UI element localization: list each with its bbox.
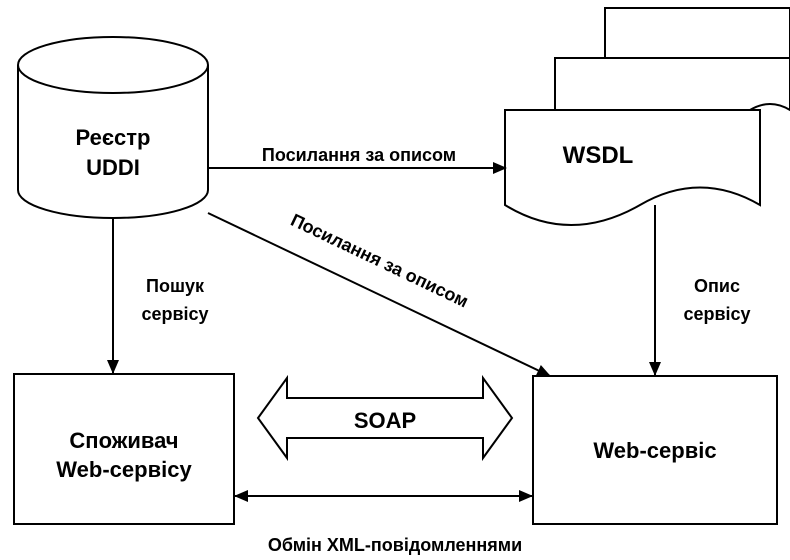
uddi-registry-cylinder: Реєстр UDDI: [17, 36, 209, 219]
edge-label-registry-to-service: Посилання за описом: [288, 210, 472, 312]
soap-label: SOAP: [354, 408, 416, 433]
web-service-box: Web-сервіс: [532, 375, 778, 525]
edge-label-desc-line2: сервісу: [683, 304, 750, 324]
registry-label-line2: UDDI: [86, 155, 140, 180]
edge-label-registry-to-wsdl: Посилання за описом: [262, 145, 456, 165]
registry-label-line1: Реєстр: [76, 125, 151, 150]
soap-double-arrow: SOAP: [256, 374, 514, 462]
edge-label-search-line2: сервісу: [141, 304, 208, 324]
wsdl-document-stack: WSDL: [504, 7, 790, 226]
edge-label-search-line1: Пошук: [146, 276, 205, 296]
consumer-box: Споживач Web-сервісу: [13, 373, 235, 525]
edge-label-desc-line1: Опис: [694, 276, 740, 296]
consumer-label-line2: Web-сервісу: [56, 457, 192, 482]
edge-label-xml-exchange: Обмін XML-повідомленнями: [268, 535, 522, 555]
wsdl-label: WSDL: [563, 142, 634, 169]
arrow-registry-to-service: [207, 212, 551, 377]
service-label: Web-сервіс: [593, 438, 716, 463]
consumer-label-line1: Споживач: [69, 428, 178, 453]
